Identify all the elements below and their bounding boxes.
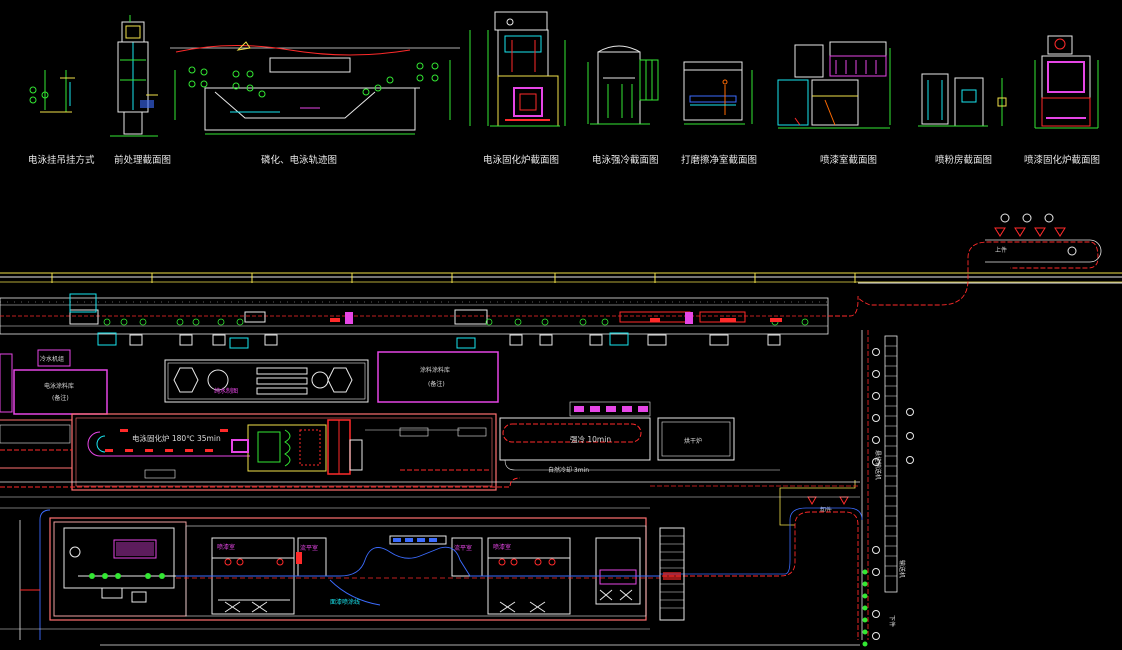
storage-right-title: 涂料涂料库 xyxy=(420,366,450,374)
spray-nozzles-left xyxy=(89,573,165,579)
flash-b-label: 流平室 xyxy=(454,544,472,552)
caption-sanding-room: 打磨擦净室截面图 xyxy=(681,154,757,166)
storage-left-note: (备注) xyxy=(52,394,69,402)
caption-ed-cooling: 电泳强冷截面图 xyxy=(592,154,659,166)
hanging-method-drawing xyxy=(29,70,75,113)
sanding-room-section-drawing xyxy=(683,61,753,125)
cooling-label: 强冷 10min xyxy=(570,434,611,444)
plan-view: 上件 xyxy=(0,213,1122,647)
cold-water-label: 冷水机组 xyxy=(40,355,64,363)
cross-section-drawings xyxy=(29,11,1099,137)
caption-hanging-method: 电泳挂吊挂方式 xyxy=(28,154,95,166)
upline-label: 上件 xyxy=(995,246,1007,254)
caption-ed-trajectory: 磷化、电泳轨迹图 xyxy=(261,154,337,166)
ed-oven-burners xyxy=(105,429,228,452)
paint-booth-section-drawing xyxy=(777,41,891,129)
caption-ed-oven: 电泳固化炉截面图 xyxy=(483,154,559,166)
column-marks xyxy=(51,273,856,283)
operator-symbols-right xyxy=(872,348,914,640)
conveyor-label-right-2: 输送机 xyxy=(898,560,906,578)
ed-oven-label: 电泳固化炉 180℃ 35min xyxy=(132,433,221,443)
pure-water-label: 纯水制图 xyxy=(214,387,238,395)
caption-powder-booth: 喷粉房截面图 xyxy=(935,154,992,166)
offline-label: 下件 xyxy=(888,615,896,627)
spray-booth-a-label: 喷漆室 xyxy=(217,543,235,551)
pretreatment-section-drawing xyxy=(110,15,158,137)
paint-oven-section-drawing xyxy=(1034,35,1099,129)
unload-label: 卸件 xyxy=(820,506,832,514)
operator-symbols-top xyxy=(1000,213,1054,223)
caption-pretreatment: 前处理截面图 xyxy=(114,154,171,166)
green-markers-right xyxy=(862,569,868,647)
natural-cooling-label: 自然冷却 3min xyxy=(548,466,589,474)
caption-paint-booth: 喷漆室截面图 xyxy=(820,154,877,166)
conveyor-label-right-1: 悬挂输送机 xyxy=(874,450,882,480)
pretreatment-tank-line xyxy=(0,293,829,349)
flash-a-label: 流平室 xyxy=(300,544,318,552)
storage-left-title: 电泳涂料库 xyxy=(44,382,74,390)
paint-line-label: 面漆喷涂线 xyxy=(330,598,360,606)
powder-booth-section-drawing xyxy=(918,73,1007,127)
caption-paint-oven: 喷漆固化炉截面图 xyxy=(1024,154,1100,166)
ed-oven-section-drawing xyxy=(469,11,566,127)
conveyor-ticks xyxy=(885,345,897,577)
loading-arrows xyxy=(994,227,1066,237)
spray-booth-b-label: 喷漆室 xyxy=(493,543,511,551)
ed-trajectory-drawing xyxy=(170,41,460,135)
ed-cooling-section-drawing xyxy=(587,45,659,125)
section-captions: 电泳挂吊挂方式 前处理截面图 磷化、电泳轨迹图 电泳固化炉截面图 电泳强冷截面图… xyxy=(28,154,1100,166)
oven-small-label: 烘干炉 xyxy=(684,437,702,445)
storage-right-note: (备注) xyxy=(428,380,445,388)
